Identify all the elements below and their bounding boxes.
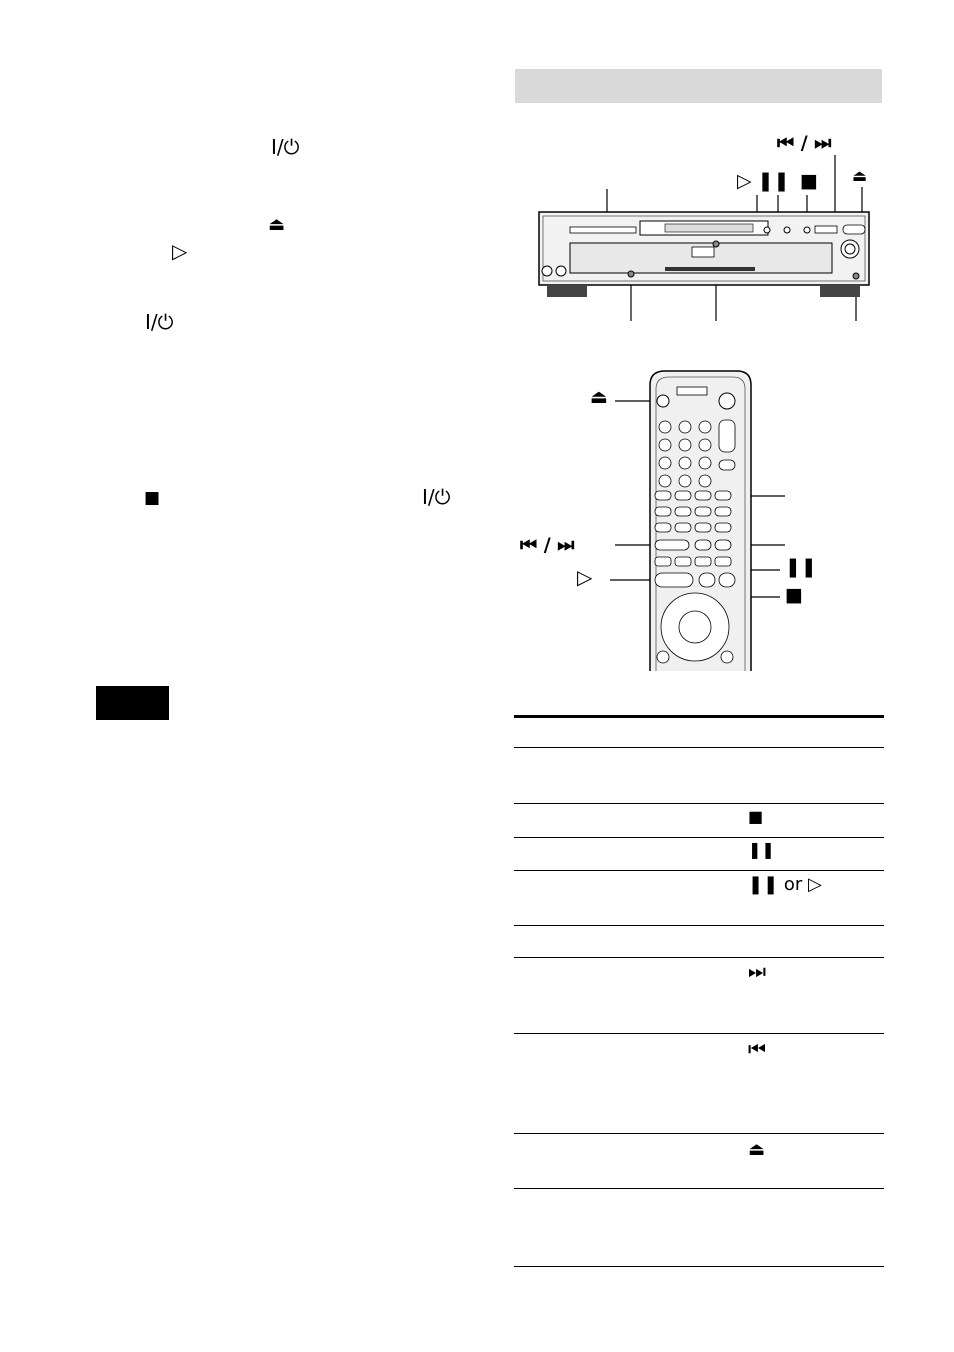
- table-rule: [514, 803, 884, 804]
- eject-label: ⏏: [852, 166, 867, 185]
- table-bottom-rule: [514, 1266, 884, 1267]
- table-row-symbol: ❚❚ or ▷: [748, 874, 822, 895]
- remote-stop-label: ■: [785, 584, 803, 606]
- eject-icon: ⏏: [268, 214, 286, 235]
- table-row-symbol: ■: [748, 807, 764, 826]
- table-row-symbol: ❚❚: [748, 840, 775, 859]
- remote-eject-label: ⏏: [590, 386, 608, 408]
- table-rule: [514, 925, 884, 926]
- table-rule: [514, 1133, 884, 1134]
- remote-pause-label: ❚❚: [785, 556, 817, 578]
- section-header-bar: [515, 69, 882, 103]
- table-rule: [514, 957, 884, 958]
- table-rule: [514, 747, 884, 748]
- table-rule: [514, 1188, 884, 1189]
- front-panel-illustration: ⏮ / ⏭ ▷ ❚❚ ■ ⏏: [538, 132, 870, 321]
- table-rule: [514, 837, 884, 838]
- table-row-symbol: ⏏: [748, 1139, 766, 1160]
- power-icon: I/⏻: [145, 310, 174, 334]
- play-pause-label: ▷ ❚❚: [737, 170, 790, 192]
- table-rule: [514, 1033, 884, 1034]
- stop-icon: ■: [144, 488, 161, 508]
- power-icon: I/⏻: [271, 135, 300, 159]
- table-row-symbol: ⏭: [748, 959, 766, 983]
- prev-next-label: ⏮ / ⏭: [777, 132, 831, 154]
- note-label-box: [96, 686, 169, 720]
- table-top-rule: [514, 715, 884, 718]
- remote-prev-next-label: ⏮ / ⏭: [520, 534, 574, 556]
- remote-illustration: ⏏ ⏮ / ⏭ ▷ ❚❚ ■: [520, 370, 817, 671]
- table-row-symbol: ⏮: [748, 1037, 766, 1061]
- play-icon: ▷: [172, 239, 188, 263]
- stop-label: ■: [800, 170, 818, 192]
- table-rule: [514, 870, 884, 871]
- power-icon: I/⏻: [422, 485, 451, 509]
- remote-play-label: ▷: [577, 565, 593, 589]
